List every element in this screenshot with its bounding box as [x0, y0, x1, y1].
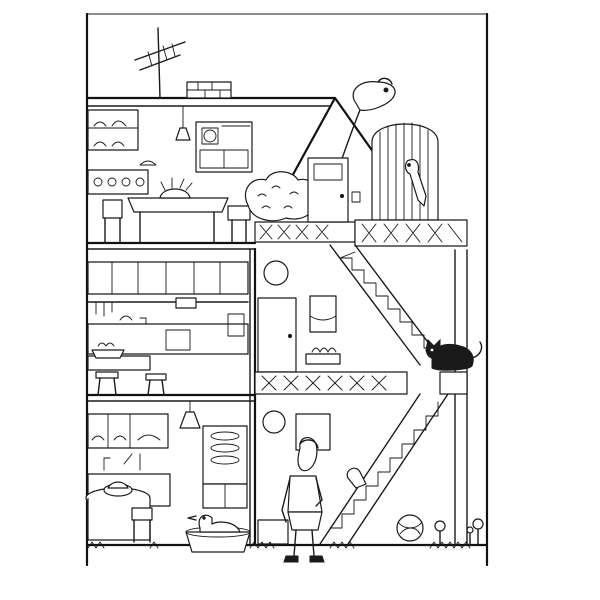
tv-antenna-icon: [134, 27, 186, 99]
attic-kitchen: [87, 105, 356, 244]
upper-kitchen: [87, 261, 249, 396]
parrot-cage-icon: [371, 122, 439, 221]
boy-figure: [281, 437, 325, 563]
chimney-icon: [186, 81, 232, 99]
house-structure: [85, 12, 489, 567]
flowers-icon: [434, 518, 484, 546]
lower-stairs: [319, 393, 449, 545]
ground-kitchen: [85, 400, 248, 543]
duck-in-basin-icon: [185, 514, 251, 553]
black-cat-icon: [425, 338, 483, 371]
ground-hall: [257, 410, 331, 545]
upper-hall: [254, 260, 468, 395]
attic-door: [307, 157, 361, 223]
grass: [87, 541, 471, 549]
ball-icon: [396, 514, 424, 542]
balloon-bird-icon: [337, 77, 396, 171]
attic-balcony: [354, 219, 468, 247]
